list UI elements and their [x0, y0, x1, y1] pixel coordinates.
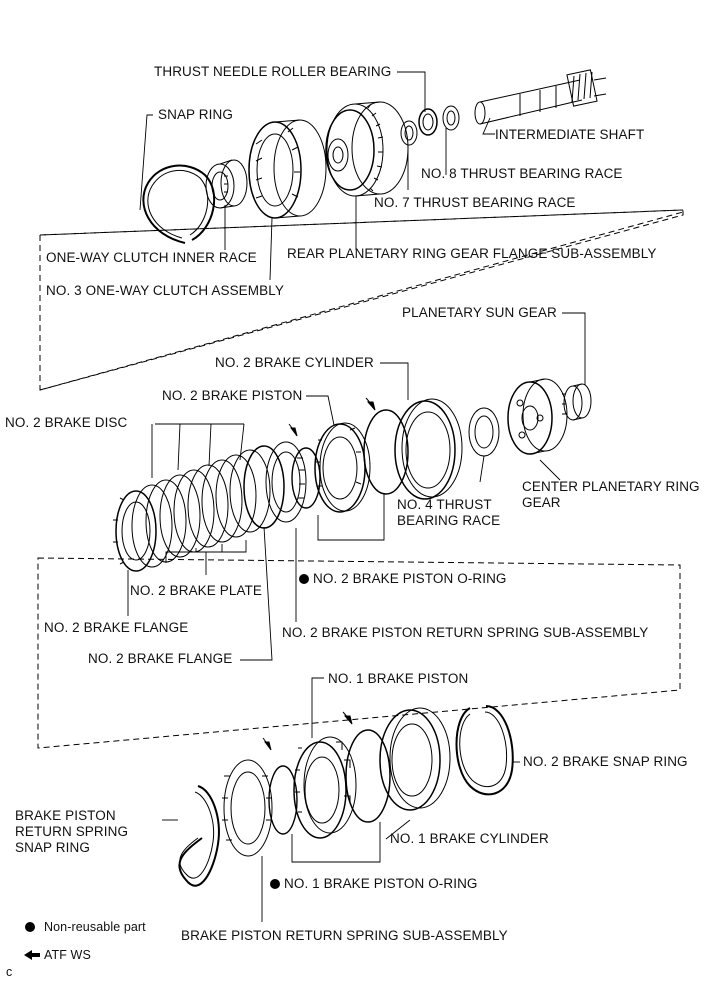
corner-code: c: [6, 965, 13, 979]
label-no3-one-way-clutch-assembly: NO. 3 ONE-WAY CLUTCH ASSEMBLY: [46, 283, 284, 298]
label-no2-brake-disc: NO. 2 BRAKE DISC: [5, 415, 128, 430]
label-brake-piston-return-spring-sub-assembly: BRAKE PISTON RETURN SPRING SUB-ASSEMBLY: [181, 928, 508, 943]
planetary-sun-gear-part: [562, 383, 592, 421]
label-no2-brake-flange-b: NO. 2 BRAKE FLANGE: [88, 651, 233, 666]
label-no1-brake-cylinder: NO. 1 BRAKE CYLINDER: [390, 831, 549, 846]
intermediate-shaft-part: [474, 69, 607, 125]
label-snap-ring: SNAP RING: [158, 107, 233, 122]
leaders-middle: [127, 312, 586, 661]
no4-thrust-race-part: [468, 407, 500, 457]
dashed-region-upper-b: [39, 209, 684, 391]
no2-brake-piston-part: [314, 422, 371, 513]
label-intermediate-shaft: INTERMEDIATE SHAFT: [495, 127, 645, 142]
center-planetary-ring-gear-part: [507, 378, 568, 455]
return-spring-sub-assembly-part: [222, 759, 273, 857]
no1-oring-outer-part: [345, 729, 391, 823]
non-reusable-dot-icon: [299, 574, 309, 584]
leaders-top: [139, 71, 495, 281]
no2-oring-inner-part: [291, 447, 321, 509]
label-no4-thrust-bearing-race: NO. 4 THRUST BEARING RACE: [397, 497, 501, 528]
dashed-region-upper: [39, 209, 684, 391]
label-no2-brake-piston-return-spring: NO. 2 BRAKE PISTON RETURN SPRING SUB-ASS…: [282, 625, 649, 640]
legend-non-reusable: Non-reusable part: [44, 920, 146, 934]
no8-thrust-race-part: [442, 105, 460, 131]
atf-arrow-4: [262, 737, 272, 751]
label-no2-brake-snap-ring: NO. 2 BRAKE SNAP RING: [523, 754, 688, 769]
dashed-region-middle: [37, 557, 681, 749]
no2-brake-cylinder-part: [394, 398, 463, 500]
one-way-clutch-assembly-part: [248, 119, 327, 219]
label-no8-thrust-bearing-race: NO. 8 THRUST BEARING RACE: [421, 166, 623, 181]
no2-oring-outer-part: [363, 409, 409, 495]
label-no2-brake-piston: NO. 2 BRAKE PISTON: [162, 388, 303, 403]
label-no2-brake-piston-oring: NO. 2 BRAKE PISTON O-RING: [299, 571, 507, 587]
legend-atf: ATF WS: [44, 948, 91, 962]
return-spring-snap-ring-part: [178, 785, 220, 887]
one-way-clutch-inner-race-part: [205, 159, 248, 209]
label-one-way-clutch-inner-race: ONE-WAY CLUTCH INNER RACE: [46, 250, 257, 265]
atf-arrow-2: [288, 423, 298, 437]
no1-oring-inner-part: [268, 765, 298, 835]
rear-planetary-ring-gear-part: [325, 101, 409, 197]
legend-arrow-symbol: [24, 950, 40, 960]
non-reusable-dot-icon: [270, 879, 280, 889]
label-planetary-sun-gear: PLANETARY SUN GEAR: [402, 305, 557, 320]
thrust-needle-bearing-part: [418, 108, 438, 136]
no1-brake-cylinder-part: [379, 707, 451, 811]
label-no2-brake-piston-oring-text: NO. 2 BRAKE PISTON O-RING: [313, 571, 507, 586]
leaders-bottom: [162, 677, 520, 922]
no1-brake-piston-part: [293, 736, 357, 839]
no2-brake-snap-ring-part: [455, 705, 514, 796]
no7-thrust-race-part: [400, 120, 418, 146]
label-thrust-needle-roller-bearing: THRUST NEEDLE ROLLER BEARING: [154, 64, 392, 79]
no2-return-spring-part: [265, 441, 307, 523]
snap-ring-part: [142, 164, 216, 244]
label-no1-brake-piston-oring-text: NO. 1 BRAKE PISTON O-RING: [284, 876, 478, 891]
label-no1-brake-piston: NO. 1 BRAKE PISTON: [328, 671, 469, 686]
label-no2-brake-plate: NO. 2 BRAKE PLATE: [130, 583, 262, 598]
label-center-planetary-ring-gear: CENTER PLANETARY RING GEAR: [522, 479, 700, 510]
label-brake-piston-return-spring-snap-ring: BRAKE PISTON RETURN SPRING SNAP RING: [15, 808, 129, 855]
atf-arrow-3: [342, 711, 353, 725]
label-no2-brake-flange-a: NO. 2 BRAKE FLANGE: [44, 620, 189, 635]
legend-dot-symbol: [25, 922, 35, 932]
label-rear-planetary-ring-gear-flange: REAR PLANETARY RING GEAR FLANGE SUB-ASSE…: [287, 246, 657, 261]
label-no7-thrust-bearing-race: NO. 7 THRUST BEARING RACE: [374, 195, 576, 210]
label-no2-brake-cylinder: NO. 2 BRAKE CYLINDER: [215, 355, 374, 370]
label-no1-brake-piston-oring: NO. 1 BRAKE PISTON O-RING: [270, 876, 478, 892]
atf-arrow-1: [365, 397, 376, 411]
